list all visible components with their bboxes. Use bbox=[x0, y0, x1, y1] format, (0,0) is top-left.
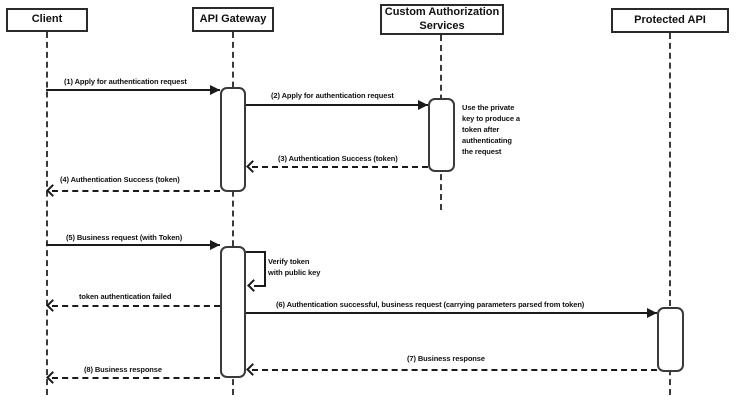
message-2-line bbox=[246, 104, 428, 106]
note-private-key: Use the private key to produce a token a… bbox=[462, 103, 521, 156]
message-7-line bbox=[252, 369, 657, 371]
message-8-arrowhead-icon bbox=[46, 371, 59, 384]
self-message-top-line bbox=[246, 251, 266, 253]
message-7-arrowhead-icon bbox=[246, 363, 259, 376]
message-3-line bbox=[252, 166, 428, 168]
message-token-failed-arrowhead-icon bbox=[46, 299, 59, 312]
message-7-label: (7) Business response bbox=[407, 354, 485, 363]
activation-custom-auth-services bbox=[428, 98, 455, 172]
self-message-arrowhead-icon bbox=[247, 279, 260, 292]
message-1-line bbox=[46, 89, 220, 91]
message-4-arrowhead-icon bbox=[46, 184, 59, 197]
message-8-label: (8) Business response bbox=[84, 365, 162, 374]
actor-protected-api: Protected API bbox=[611, 8, 729, 33]
message-6-label: (6) Authentication successful, business … bbox=[276, 300, 585, 309]
message-token-failed-line bbox=[52, 305, 220, 307]
message-8-line bbox=[52, 377, 220, 379]
message-4-label: (4) Authentication Success (token) bbox=[60, 175, 180, 184]
lifeline-client bbox=[46, 32, 48, 395]
message-token-failed-label: token authentication failed bbox=[79, 292, 172, 301]
actor-api-gateway: API Gateway bbox=[192, 7, 274, 32]
message-2-arrowhead-icon bbox=[418, 100, 428, 110]
lifeline-protected-api bbox=[669, 33, 671, 395]
self-message-bottom-line bbox=[254, 285, 266, 287]
message-5-label: (5) Business request (with Token) bbox=[66, 233, 183, 242]
self-message-label: Verify token with public key bbox=[268, 257, 321, 277]
actor-client-label: Client bbox=[31, 13, 63, 26]
message-6-arrowhead-icon bbox=[647, 308, 657, 318]
lifeline-api-gateway bbox=[232, 32, 234, 395]
message-4-line bbox=[52, 190, 220, 192]
message-1-label: (1) Apply for authentication request bbox=[64, 77, 187, 86]
actor-custom-auth-services: Custom Authorization Services bbox=[380, 4, 504, 35]
message-5-arrowhead-icon bbox=[210, 240, 220, 250]
activation-protected-api bbox=[657, 307, 684, 372]
message-5-line bbox=[46, 244, 220, 246]
activation-api-gateway-2 bbox=[220, 246, 246, 378]
actor-api-gateway-label: API Gateway bbox=[199, 12, 267, 25]
message-6-line bbox=[246, 312, 657, 314]
message-1-arrowhead-icon bbox=[210, 85, 220, 95]
message-2-label: (2) Apply for authentication request bbox=[271, 91, 394, 100]
actor-client: Client bbox=[6, 8, 88, 32]
message-3-label: (3) Authentication Success (token) bbox=[278, 154, 398, 163]
actor-protected-api-label: Protected API bbox=[634, 13, 706, 26]
activation-api-gateway-1 bbox=[220, 87, 246, 192]
message-3-arrowhead-icon bbox=[246, 160, 259, 173]
self-message-vertical-line bbox=[264, 251, 266, 287]
actor-custom-auth-services-label: Custom Authorization Services bbox=[384, 6, 500, 32]
